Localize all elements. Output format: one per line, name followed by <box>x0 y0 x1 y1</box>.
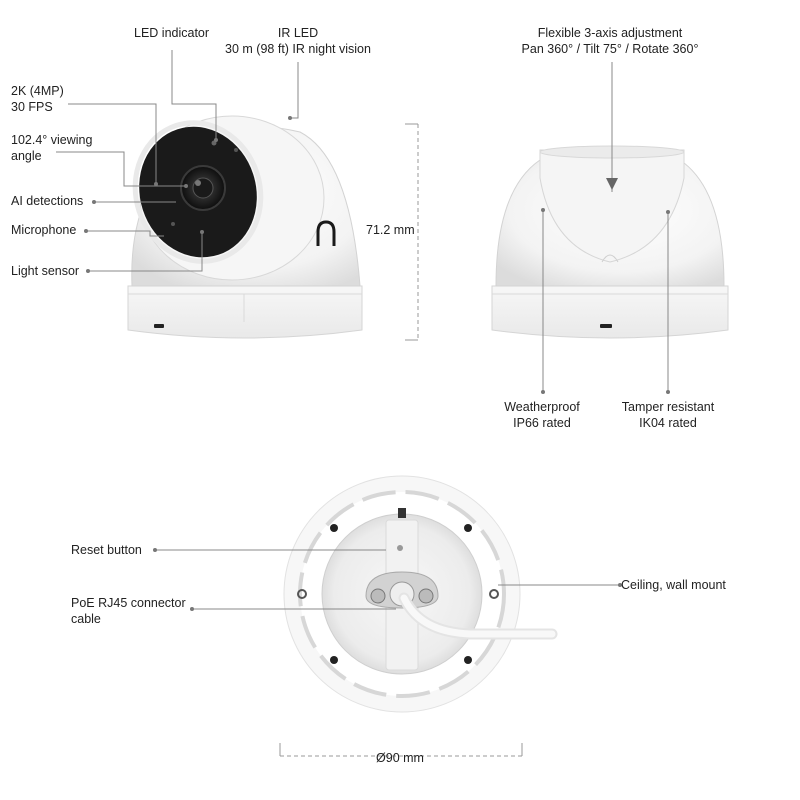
weatherproof-title: Weatherproof <box>504 400 580 414</box>
arrow-down-icon <box>606 178 618 190</box>
leader-lines <box>56 50 669 610</box>
tamper-rating: IK04 rated <box>639 416 697 430</box>
ir-led-range: 30 m (98 ft) IR night vision <box>225 42 371 56</box>
camera-front-view <box>127 115 363 339</box>
resolution-label: 2K (4MP) 30 FPS <box>11 83 64 115</box>
light-sensor-label: Light sensor <box>11 264 80 278</box>
microphone-label: Microphone <box>11 223 77 237</box>
ai-detections-label: AI detections <box>11 194 84 208</box>
diameter-dimension-label: Ø90 mm <box>376 751 424 765</box>
ir-led-title: IR LED <box>277 26 319 40</box>
adjustment-label: Flexible 3-axis adjustment Pan 360° / Ti… <box>490 25 730 57</box>
diameter-dimension <box>279 743 523 757</box>
ubiquiti-logo-icon <box>316 220 336 246</box>
mount-label: Ceiling, wall mount <box>621 578 726 592</box>
poe-cable-line1: PoE RJ45 connector <box>71 596 186 610</box>
ir-led-label: IR LED 30 m (98 ft) IR night vision <box>210 25 386 57</box>
adjustment-detail: Pan 360° / Tilt 75° / Rotate 360° <box>521 42 699 56</box>
leader-dots <box>84 116 670 611</box>
framerate-value: 30 FPS <box>11 100 53 114</box>
tamper-label: Tamper resistant IK04 rated <box>612 399 724 431</box>
reset-button-label: Reset button <box>71 543 142 557</box>
viewing-angle-line2: angle <box>11 149 42 163</box>
weatherproof-rating: IP66 rated <box>513 416 571 430</box>
tamper-title: Tamper resistant <box>621 400 715 414</box>
viewing-angle-line1: 102.4° viewing <box>11 133 93 147</box>
camera-bottom-view <box>283 475 558 713</box>
camera-back-view <box>491 145 729 339</box>
adjustment-title: Flexible 3-axis adjustment <box>537 26 683 40</box>
viewing-angle-label: 102.4° viewing angle <box>11 132 92 164</box>
poe-cable-label: PoE RJ45 connector cable <box>71 595 186 627</box>
resolution-value: 2K (4MP) <box>11 84 64 98</box>
weatherproof-label: Weatherproof IP66 rated <box>492 399 592 431</box>
height-dimension <box>405 123 419 341</box>
height-dimension-label: 71.2 mm <box>366 223 415 237</box>
led-indicator-label: LED indicator <box>134 26 210 40</box>
poe-cable-line2: cable <box>71 612 101 626</box>
